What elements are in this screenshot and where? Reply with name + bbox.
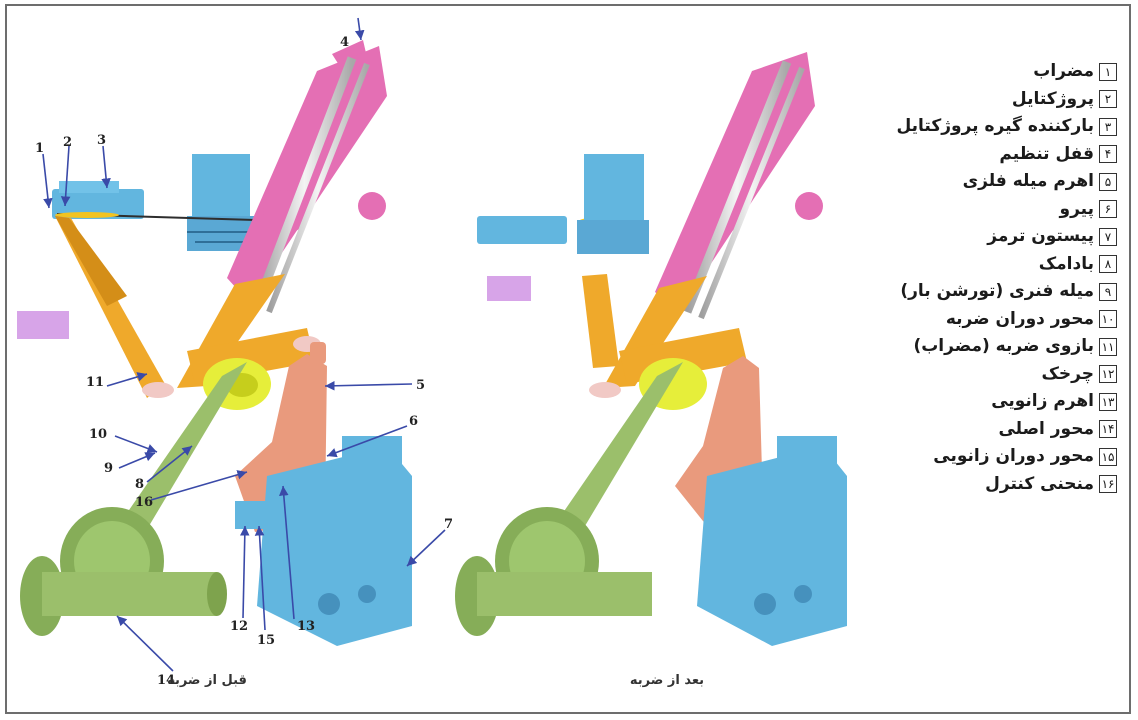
callout-9: 9 [104, 461, 113, 476]
legend-item: ۱۳ اهرم زانویی [839, 388, 1117, 416]
legend-label: میله فنری (تورشن بار) [900, 278, 1094, 306]
callout-13: 13 [297, 619, 315, 634]
legend-item: ۱۰ محور دوران ضربه [839, 306, 1117, 334]
callout-4: 4 [340, 35, 349, 50]
callout-16: 16 [135, 495, 153, 510]
legend-label: پیستون ترمز [987, 223, 1094, 251]
callout-11: 11 [86, 375, 104, 390]
callout-5: 5 [416, 378, 425, 393]
legend-label: بارکننده گیره پروژکتایل [896, 113, 1094, 141]
legend-list: ۱ مضراب ۲ پروژکتایل ۳ بارکننده گیره پروژکتا… [839, 58, 1117, 498]
legend-label: پیرو [1060, 196, 1094, 224]
legend-number: ۱۶ [1099, 475, 1117, 493]
legend-label: قفل تنظیم [999, 141, 1094, 169]
after-pick-view: بعد از ضربه [455, 52, 847, 688]
legend-item: ۲ پروژکتایل [839, 86, 1117, 114]
brake-box-after [577, 154, 649, 254]
pink-column-after [655, 52, 823, 318]
legend-number: ۱۲ [1099, 365, 1117, 383]
legend-number: ۱۱ [1099, 338, 1117, 356]
legend-number: ۲ [1099, 90, 1117, 108]
callout-8: 8 [135, 477, 144, 492]
after-pick-caption: بعد از ضربه [630, 673, 704, 688]
legend-item: ۷ پیستون ترمز [839, 223, 1117, 251]
callout-10: 10 [89, 427, 107, 442]
callout-15: 15 [257, 633, 275, 648]
legend-number: ۱۰ [1099, 310, 1117, 328]
legend-item: ۴ قفل تنظیم [839, 141, 1117, 169]
callout-7: 7 [444, 517, 453, 532]
legend-label: اهرم زانویی [991, 388, 1094, 416]
legend-number: ۱۴ [1099, 420, 1117, 438]
legend-number: ۴ [1099, 145, 1117, 163]
legend-label: مضراب [1033, 58, 1094, 86]
legend-item: ۱۴ محور اصلی [839, 416, 1117, 444]
legend-number: ۱۵ [1099, 448, 1117, 466]
figure-frame: 1 2 3 4 5 6 7 8 9 10 11 12 13 14 15 16 ق… [5, 4, 1131, 714]
main-shaft [20, 362, 247, 636]
callout-1: 1 [35, 141, 44, 156]
legend-number: ۹ [1099, 283, 1117, 301]
legend-number: ۶ [1099, 200, 1117, 218]
legend-number: ۵ [1099, 173, 1117, 191]
legend-number: ۱ [1099, 63, 1117, 81]
legend-item: ۵ اهرم میله فلزی [839, 168, 1117, 196]
legend-item: ۶ پیرو [839, 196, 1117, 224]
pink-column [227, 40, 387, 312]
legend-label: بازوی ضربه (مضراب) [913, 333, 1094, 361]
legend-label: اهرم میله فلزی [963, 168, 1094, 196]
legend-label: بادامک [1039, 251, 1094, 279]
callout-6: 6 [409, 414, 418, 429]
legend-label: محور اصلی [998, 416, 1094, 444]
before-pick-view: 1 2 3 4 5 6 7 8 9 10 11 12 13 14 15 16 ق… [17, 18, 453, 688]
before-pick-caption: قبل از ضربه [167, 673, 247, 688]
legend-number: ۷ [1099, 228, 1117, 246]
legend-item: ۱ مضراب [839, 58, 1117, 86]
legend-label: محور دوران ضربه [946, 306, 1094, 334]
legend-label: پروژکتایل [1012, 86, 1094, 114]
legend-item: ۸ بادامک [839, 251, 1117, 279]
legend-item: ۱۵ محور دوران زانویی [839, 443, 1117, 471]
legend-item: ۹ میله فنری (تورشن بار) [839, 278, 1117, 306]
legend-label: منحنی کنترل [985, 471, 1094, 499]
legend-item: ۳ بارکننده گیره پروژکتایل [839, 113, 1117, 141]
legend-item: ۱۶ منحنی کنترل [839, 471, 1117, 499]
callout-3: 3 [97, 133, 106, 148]
legend-number: ۱۳ [1099, 393, 1117, 411]
main-shaft-after [455, 362, 683, 636]
callout-12: 12 [230, 619, 248, 634]
legend-label: چرخک [1042, 361, 1095, 389]
legend-label: محور دوران زانویی [933, 443, 1094, 471]
legend-item: ۱۱ بازوی ضربه (مضراب) [839, 333, 1117, 361]
callout-2: 2 [63, 135, 72, 150]
legend-number: ۳ [1099, 118, 1117, 136]
legend-number: ۸ [1099, 255, 1117, 273]
